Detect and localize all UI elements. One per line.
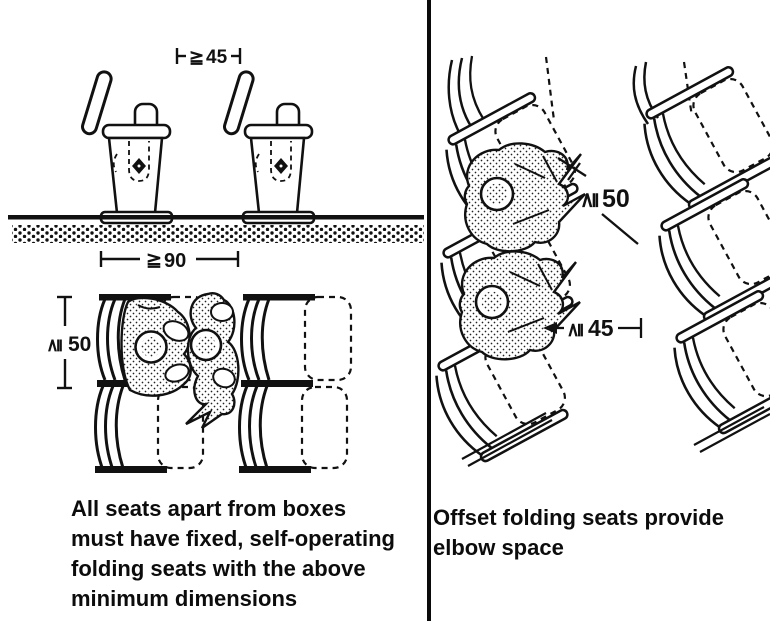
panel-divider <box>427 0 431 621</box>
dim-seat-depth-50 <box>57 295 72 390</box>
person-seated-figure <box>120 296 192 397</box>
person-seated-offset-1 <box>463 142 587 253</box>
seat-row-plan-right <box>237 292 353 475</box>
dim-right-45-value: 45 <box>588 315 614 341</box>
right-caption-line: elbow space <box>433 535 564 560</box>
person-seated-offset-2 <box>458 250 582 361</box>
left-caption-line: must have fixed, self-operating <box>71 526 395 551</box>
left-panel-diagram: ≧ 45 ≧ 90 ≧ 50 <box>8 47 424 475</box>
right-caption-line: Offset folding seats provide <box>433 505 724 530</box>
dim-45-value: 45 <box>206 47 228 68</box>
right-caption: Offset folding seats provide elbow space <box>433 503 724 563</box>
floor-line <box>8 215 424 220</box>
left-caption-line: folding seats with the above <box>71 556 366 581</box>
dim-right-45-symbol: ≧ <box>565 322 586 338</box>
right-panel-diagram: ≧ 50 ≧ 45 <box>431 55 770 469</box>
offset-seat-column-left <box>431 55 587 469</box>
left-caption-line: All seats apart from boxes <box>71 496 347 521</box>
dim-45-symbol: ≧ <box>189 47 204 67</box>
dim-right-50-symbol: ≧ <box>578 191 601 209</box>
person-standing-figure <box>185 292 240 429</box>
dim-90-symbol: ≧ <box>146 250 162 271</box>
dim-50-value: 50 <box>68 333 91 356</box>
folding-seat-side-right <box>221 68 316 225</box>
left-caption-line: minimum dimensions <box>71 586 298 611</box>
dim-50-symbol: ≧ <box>44 338 64 353</box>
dim-90-value: 90 <box>164 250 186 272</box>
dim-seat-width-45 <box>175 48 242 64</box>
left-caption: All seats apart from boxes must have fix… <box>71 494 395 614</box>
offset-seat-column-right <box>630 61 770 453</box>
dim-row-spacing-90 <box>99 251 240 267</box>
folding-seat-side-left <box>79 68 174 225</box>
dim-right-50-value: 50 <box>602 185 630 213</box>
dim-back-spacing-50 <box>557 157 639 245</box>
dim-elbow-45 <box>543 318 643 338</box>
floor-dots <box>12 225 424 243</box>
